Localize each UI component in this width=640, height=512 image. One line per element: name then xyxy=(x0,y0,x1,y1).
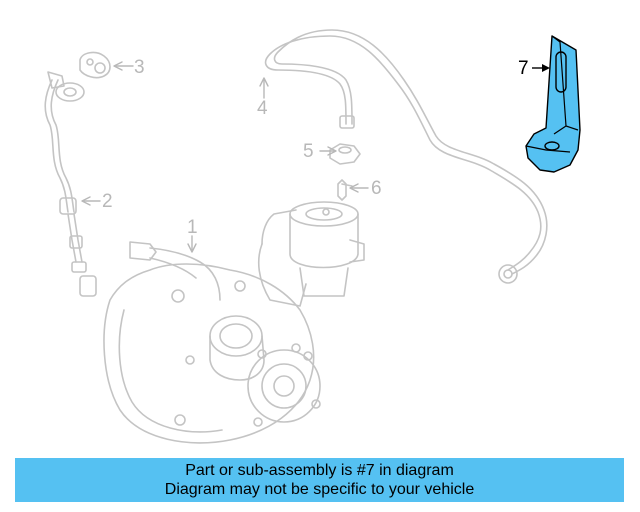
parts-diagram xyxy=(44,29,581,444)
callout-4: 4 xyxy=(257,98,268,119)
callout-2: 2 xyxy=(102,191,113,212)
part-1-turbocharger xyxy=(103,209,321,444)
part-7-bracket xyxy=(525,35,581,173)
wastegate-actuator xyxy=(289,201,365,297)
part-6-stud xyxy=(337,179,353,201)
callout-3: 3 xyxy=(134,57,145,78)
callout-7: 7 xyxy=(518,58,529,79)
banner-line-2: Diagram may not be specific to your vehi… xyxy=(164,481,475,498)
callout-1: 1 xyxy=(187,217,198,238)
part-5-nut xyxy=(329,143,361,165)
part-2-oil-line xyxy=(44,71,97,297)
callout-6: 6 xyxy=(371,178,382,199)
info-banner: Part or sub-assembly is #7 in diagram Di… xyxy=(15,458,624,502)
banner-line-1: Part or sub-assembly is #7 in diagram xyxy=(185,462,454,479)
part-3-gasket xyxy=(79,51,111,79)
callout-leaders xyxy=(81,61,369,253)
callout-5: 5 xyxy=(303,141,314,162)
part-4-hose xyxy=(264,29,548,284)
